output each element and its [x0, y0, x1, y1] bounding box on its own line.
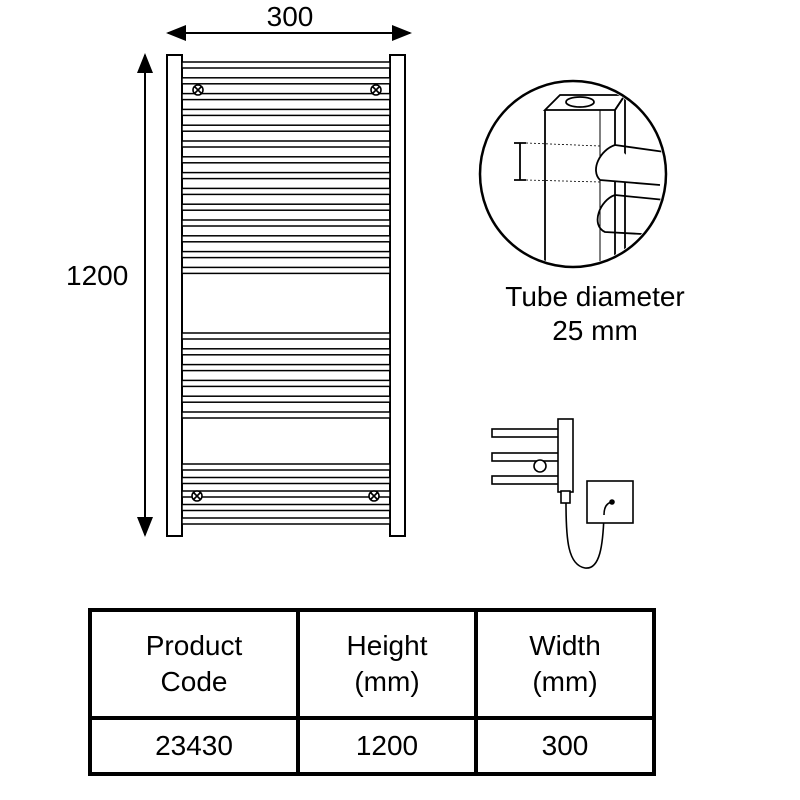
radiator-bar — [181, 61, 391, 69]
header-line: Width — [529, 630, 601, 661]
radiator-bar — [181, 503, 391, 512]
header-product-code: Product Code — [88, 608, 300, 720]
radiator-bar — [181, 203, 391, 211]
radiator-bar — [181, 332, 391, 340]
height-dimension-label: 1200 — [66, 260, 129, 291]
specs-header-row: Product Code Height (mm) Width (mm) — [88, 608, 656, 720]
radiator-bar — [181, 363, 391, 372]
radiator-bar — [181, 140, 391, 148]
radiator-bar — [181, 124, 391, 132]
radiator-bar — [181, 219, 391, 227]
wall-socket-icon — [586, 480, 634, 524]
tube-caption-line2: 25 mm — [552, 315, 638, 346]
electric-element-icon — [491, 418, 605, 569]
radiator-bar — [181, 77, 391, 85]
radiator-bar — [181, 171, 391, 180]
radiator-bar — [181, 517, 391, 525]
header-height: Height (mm) — [296, 608, 478, 720]
cell-height: 1200 — [296, 716, 478, 776]
header-line: (mm) — [532, 666, 598, 697]
header-line: Product — [145, 630, 243, 661]
radiator-bars — [181, 61, 391, 525]
radiator-bar — [181, 187, 391, 196]
cell-width: 300 — [474, 716, 656, 776]
left-upright — [166, 54, 183, 537]
radiator-bar — [181, 490, 391, 498]
radiator-bar — [181, 108, 391, 117]
radiator-bar — [181, 348, 391, 356]
bracket-icon — [191, 84, 382, 502]
radiator-bar — [181, 463, 391, 471]
table-row: 23430 1200 300 — [88, 716, 656, 776]
header-line: (mm) — [354, 666, 420, 697]
towel-rail-diagram — [137, 25, 668, 569]
radiator-bar — [181, 476, 391, 485]
tube-caption-line1: Tube diameter — [505, 281, 685, 312]
radiator-bar — [181, 92, 391, 101]
right-upright — [389, 54, 406, 537]
radiator-bar — [181, 379, 391, 388]
specs-table: Product Code Height (mm) Width (mm) 2343… — [88, 608, 656, 776]
tube-detail-icon — [478, 79, 668, 269]
width-dimension-label: 300 — [266, 1, 314, 32]
header-line: Code — [160, 666, 228, 697]
radiator-bar — [181, 250, 391, 259]
radiator-bar — [181, 395, 391, 403]
cell-product-code: 23430 — [88, 716, 300, 776]
header-line: Height — [346, 630, 428, 661]
radiator-bar — [181, 235, 391, 243]
radiator-bar — [181, 266, 391, 275]
tube-diameter-caption: Tube diameter 25 mm — [470, 280, 720, 348]
radiator-bar — [181, 156, 391, 164]
header-width: Width (mm) — [474, 608, 656, 720]
radiator-bar — [181, 411, 391, 419]
